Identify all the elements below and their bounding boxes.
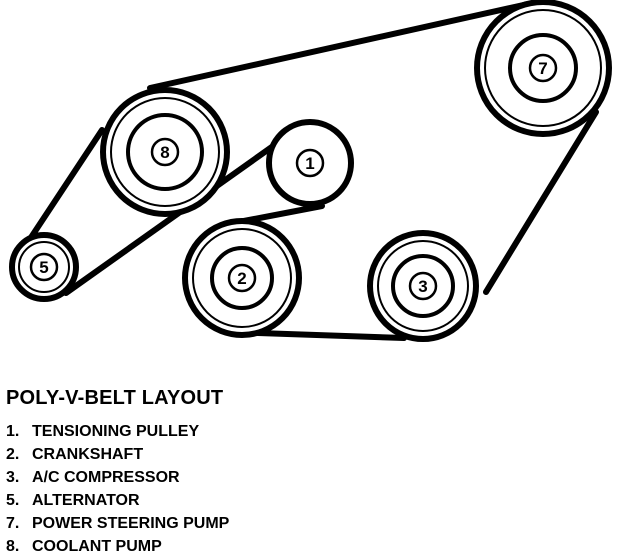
legend-list: 1. TENSIONING PULLEY 2. CRANKSHAFT 3. A/C C… [6,420,616,558]
legend: POLY-V-BELT LAYOUT 1. TENSIONING PULLEY 2… [6,386,616,558]
legend-item-text: CRANKSHAFT [32,446,144,463]
legend-item-text: ALTERNATOR [32,492,140,509]
legend-title: POLY-V-BELT LAYOUT [6,387,224,409]
pulley-crankshaft: 2 [182,218,302,338]
belt-segment-8-7 [147,1,531,91]
legend-item-number: 5. [6,492,20,509]
legend-item: 1. TENSIONING PULLEY [6,420,616,443]
pulley-label-3: 3 [418,277,427,296]
pulley-label-8: 8 [160,143,169,162]
legend-item-text: A/C COMPRESSOR [32,469,180,486]
pulley-ac-compressor: 3 [367,230,479,342]
belt-diagram: 8 1 7 5 2 3 [9,0,612,342]
pulley-alternator: 5 [9,232,79,302]
belt [23,1,599,341]
belt-segment-5-8 [23,127,105,248]
legend-item: 8. COOLANT PUMP [6,535,616,558]
legend-item-text: POWER STEERING PUMP [32,515,230,532]
pulley-power-steering-pump: 7 [474,0,612,137]
legend-item-number: 1. [6,423,20,440]
legend-item: 5. ALTERNATOR [6,489,616,512]
belt-segment-7-3 [483,109,599,295]
legend-item-number: 7. [6,515,20,532]
legend-item: 3. A/C COMPRESSOR [6,466,616,489]
legend-item-text: TENSIONING PULLEY [32,423,200,440]
pulley-coolant-pump: 8 [100,87,230,217]
pulley-label-5: 5 [39,258,48,277]
belt-segment-1-5 [63,141,279,296]
pulley-label-1: 1 [305,154,314,173]
legend-item-text: COOLANT PUMP [32,538,162,555]
pulley-label-2: 2 [237,269,246,288]
belt-segment-3-2 [255,330,407,341]
legend-item-number: 2. [6,446,20,463]
pulley-tensioning: 1 [266,119,354,207]
legend-item-number: 8. [6,538,20,555]
pulley-label-7: 7 [538,59,547,78]
legend-item: 2. CRANKSHAFT [6,443,616,466]
legend-item-number: 3. [6,469,20,486]
legend-item: 7. POWER STEERING PUMP [6,512,616,535]
